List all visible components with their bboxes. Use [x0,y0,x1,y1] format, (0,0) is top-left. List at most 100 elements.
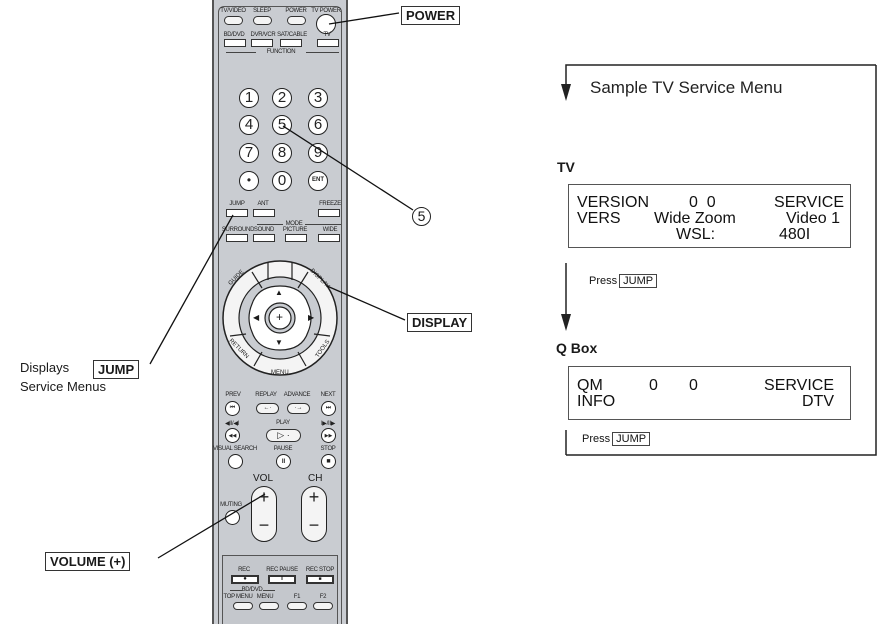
power-callout: POWER [401,6,461,25]
replay-label: REPLAY [255,392,277,398]
sound-button[interactable] [253,234,275,242]
remote-control-face [218,6,342,624]
power-label: POWER [285,8,307,14]
volume-up-button[interactable]: + [258,487,270,507]
sat-cable-function-button[interactable] [280,39,302,47]
ent-key[interactable]: ENT [308,171,328,191]
number-key-9[interactable]: 9 [308,143,328,163]
bd-dvd-function-button[interactable] [224,39,246,47]
volume-callout: VOLUME (+) [45,552,131,571]
f1-button[interactable] [287,602,307,610]
tv-power-button[interactable] [316,14,336,34]
pause-label: PAUSE [273,446,293,452]
number-key-5[interactable]: 5 [272,115,292,135]
number-key-8[interactable]: 8 [272,143,292,163]
advance-button[interactable]: ·→ [287,403,310,414]
channel-up-button[interactable]: + [308,487,320,507]
left-arrow-button[interactable]: ◀ [253,313,260,322]
five-callout: 5 [412,207,431,226]
replay-button[interactable]: ←· [256,403,279,414]
next-button[interactable]: ⏭ [321,401,336,416]
display-leader-line [326,285,406,321]
volume-down-button[interactable]: − [258,515,270,535]
mode-divider-right [305,224,341,225]
number-key-4[interactable]: 4 [239,115,259,135]
fast-forward-button[interactable]: ▶▶ [321,428,336,443]
wide-label: WIDE [322,227,338,233]
freeze-label: FREEZE [319,201,341,207]
down-arrow-button[interactable]: ▼ [275,338,283,347]
number-key-6[interactable]: 6 [308,115,328,135]
bottom-panel [222,555,338,624]
freeze-button[interactable] [318,209,340,217]
channel-rocker[interactable]: + − [301,486,327,542]
diagram-title: Sample TV Service Menu [590,78,783,97]
top-menu-button[interactable] [233,602,253,610]
picture-button[interactable] [285,234,307,242]
wide-button[interactable] [318,234,340,242]
jump-label: JUMP [229,201,245,207]
stop-button[interactable]: ■ [321,454,336,469]
bd-dvd-label: BD/DVD [241,587,263,593]
muting-label: MUTING [220,502,242,508]
right-arrow-button[interactable]: ▶ [308,313,315,322]
menu-button[interactable]: MENU [271,370,289,376]
f2-label: F2 [319,594,327,600]
surround-label: SURROUND [221,227,255,233]
bd-menu-label: MENU [256,594,274,600]
number-key-3[interactable]: 3 [308,88,328,108]
flow-return-line [565,64,876,88]
vol-label: VOL [253,473,274,484]
number-key-1[interactable]: 1 [239,88,259,108]
qbox-press-text: Press [582,433,611,445]
ant-button[interactable] [253,209,275,217]
qbox-row1-col3: 0 [689,377,698,394]
qbox-row1-col1: QM [577,377,603,394]
advance-label: ADVANCE [283,392,311,398]
sleep-button[interactable] [253,16,272,25]
qbox-service-screen: QM 0 0 SERVICE INFO DTV [568,366,851,420]
mode-label: MODE [285,221,303,227]
tv-row1-col2: 0 0 [689,194,716,211]
jump-button[interactable] [226,209,248,217]
qbox-heading: Q Box [556,340,598,356]
dot-key[interactable]: • [239,171,259,191]
dvr-vcr-function-button[interactable] [251,39,273,47]
rec-button[interactable]: ● [231,575,259,584]
prev-button[interactable]: ⏮ [225,401,240,416]
power-leader-line [328,12,400,25]
rec-pause-label: REC PAUSE [266,567,298,573]
qbox-row1-col2: 0 [649,377,658,394]
bd-divider-left [230,590,242,591]
visual-search-button[interactable] [228,454,243,469]
tv-row3-col2: WSL: [676,226,716,243]
surround-button[interactable] [226,234,248,242]
qbox-row2-col4: DTV [802,393,834,410]
power-button[interactable] [287,16,306,25]
play-button[interactable]: ▷ · [266,429,301,442]
pause-button[interactable]: II [276,454,291,469]
number-key-7[interactable]: 7 [239,143,259,163]
dvr-vcr-func-label: DVR/VCR [250,32,276,38]
jump-callout-suffix: Service Menus [20,379,106,394]
up-arrow-button[interactable]: ▲ [275,288,283,297]
tv-row2-col1: VERS [577,210,621,227]
number-key-0[interactable]: 0 [272,171,292,191]
rewind-button[interactable]: ◀◀ [225,428,240,443]
number-key-2[interactable]: 2 [272,88,292,108]
rec-stop-button[interactable]: ■ [306,575,334,584]
tv-video-button[interactable] [224,16,243,25]
next-label: NEXT [320,392,336,398]
rec-pause-button[interactable]: II [268,575,296,584]
select-center-button[interactable]: + [276,310,284,324]
function-divider-right [306,52,339,53]
function-divider-left [226,52,256,53]
channel-down-button[interactable]: − [308,515,320,535]
bd-menu-button[interactable] [259,602,279,610]
qbox-press-jump-key: JUMP [612,432,651,446]
tv-function-button[interactable] [317,39,339,47]
f2-button[interactable] [313,602,333,610]
